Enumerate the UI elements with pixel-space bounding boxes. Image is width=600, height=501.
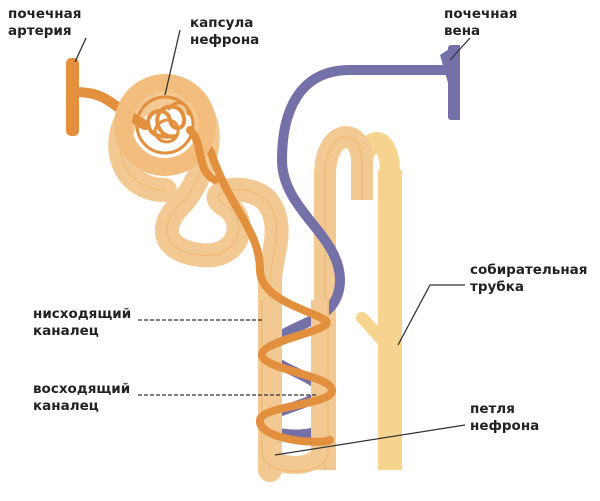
label-nephron-loop: петля нефрона	[470, 401, 540, 434]
loop-of-henle	[261, 300, 329, 474]
label-renal-vein: почечная вена	[444, 6, 518, 39]
label-renal-artery: почечная артерия	[8, 6, 82, 39]
renal-vein	[256, 45, 460, 440]
label-descending-tubule: нисходящий каналец	[33, 306, 132, 339]
leader-renal-vein	[449, 37, 471, 61]
leader-collecting-duct	[397, 284, 465, 346]
label-nephron-capsule: капсула нефрона	[190, 15, 260, 48]
leader-nephron-capsule	[164, 29, 181, 96]
label-ascending-tubule: восходящий каналец	[33, 381, 131, 414]
distal-tubule	[314, 126, 373, 470]
peritubular-artery	[206, 146, 336, 446]
glomerulus	[114, 74, 219, 184]
leader-renal-artery	[74, 37, 87, 63]
label-collecting-duct: собирательная трубка	[470, 262, 588, 295]
leader-nephron-loop	[274, 424, 466, 456]
leader-lines	[74, 29, 471, 456]
